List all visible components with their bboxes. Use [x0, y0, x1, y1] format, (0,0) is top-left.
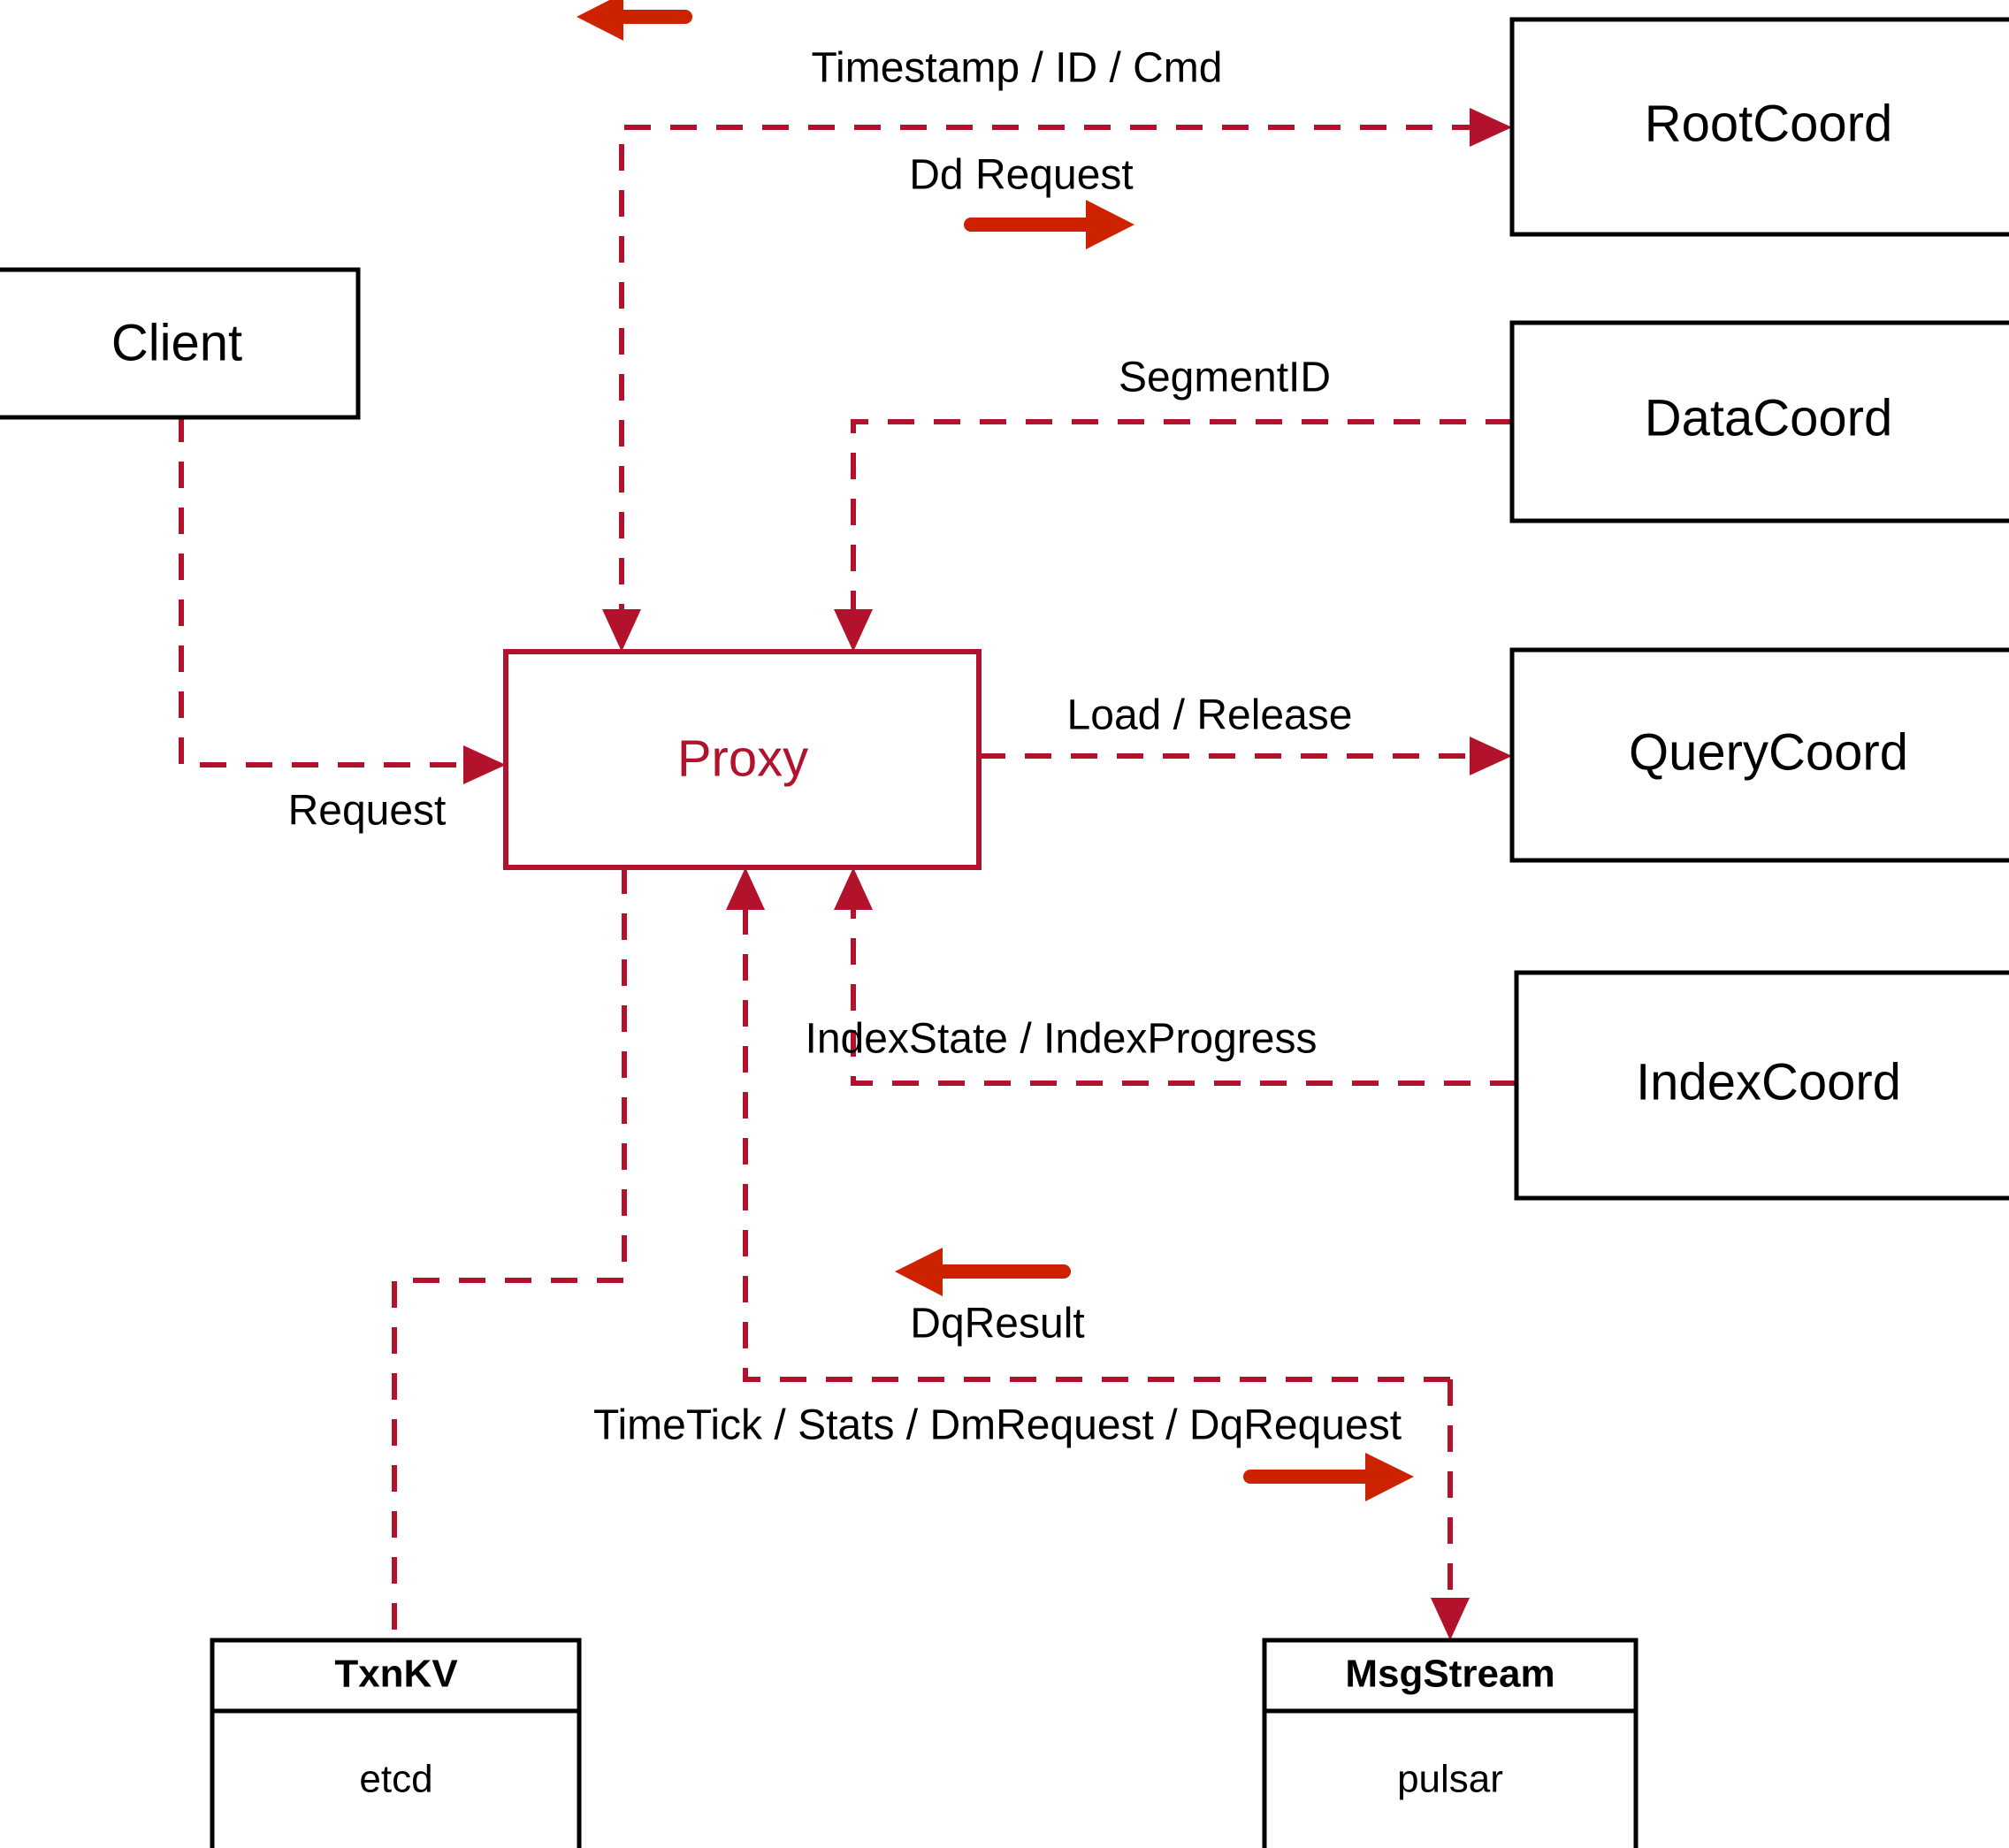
msgstream-title: MsgStream	[1345, 1653, 1554, 1696]
direction-arrow-timestamp	[577, 0, 692, 41]
node-txnkv[interactable]: TxnKV etcd	[210, 1638, 582, 1848]
txnkv-title: TxnKV	[334, 1653, 458, 1696]
segmentid-arrowhead	[834, 609, 873, 652]
direction-arrow-ddrequest	[964, 200, 1134, 249]
querycoord-box[interactable]	[1509, 647, 2009, 863]
edge-label-indexstate: IndexState / IndexProgress	[806, 1016, 1318, 1063]
dqresult-line	[743, 889, 1450, 1382]
edge-request	[179, 416, 506, 784]
client-box[interactable]	[0, 267, 361, 420]
node-datacoord[interactable]: DataCoord	[1509, 320, 2009, 523]
rootcoord-arrowhead	[1470, 108, 1512, 147]
datacoord-box[interactable]	[1509, 320, 2009, 523]
node-proxy[interactable]: Proxy	[503, 649, 982, 870]
edge-indexstate	[834, 867, 1516, 1086]
direction-arrow-timetick	[1243, 1453, 1414, 1501]
datacoord-label: DataCoord	[1645, 389, 1892, 447]
proxy-box[interactable]	[503, 649, 982, 870]
edge-label-segmentid: SegmentID	[1119, 355, 1331, 401]
rootcoord-label: RootCoord	[1645, 95, 1892, 152]
edge-timetick	[1431, 1379, 1470, 1640]
edge-loadrelease	[979, 737, 1512, 775]
timetick-arrowhead	[1431, 1598, 1470, 1640]
querycoord-label: QueryCoord	[1629, 723, 1908, 781]
indexcoord-box[interactable]	[1514, 970, 2009, 1201]
edge-rootcoord	[602, 108, 1512, 652]
proxy-label: Proxy	[677, 729, 808, 787]
request-arrowhead	[463, 745, 506, 784]
client-label: Client	[111, 314, 242, 371]
edge-label-ddrequest: Dd Request	[909, 152, 1133, 199]
node-querycoord[interactable]: QueryCoord	[1509, 647, 2009, 863]
direction-arrow-dqresult	[895, 1248, 1071, 1296]
rootcoord-return-arrowhead	[602, 609, 641, 652]
edge-dqresult	[726, 867, 1450, 1382]
dqresult-arrowhead	[726, 867, 765, 910]
rootcoord-box[interactable]	[1509, 17, 2009, 237]
loadrelease-arrowhead	[1470, 737, 1512, 775]
txnkv-line	[392, 867, 627, 1640]
node-rootcoord[interactable]: RootCoord	[1509, 17, 2009, 237]
txnkv-impl: etcd	[359, 1758, 432, 1801]
edge-txnkv	[392, 867, 627, 1640]
node-msgstream[interactable]: MsgStream pulsar	[1262, 1638, 1639, 1848]
edge-segmentid	[834, 419, 1512, 652]
edge-label-loadrelease: Load / Release	[1067, 692, 1353, 739]
request-line	[179, 416, 485, 767]
edge-label-timetick: TimeTick / Stats / DmRequest / DqRequest	[593, 1402, 1402, 1449]
rootcoord-line	[619, 125, 1491, 630]
edge-label-timestamp: Timestamp / ID / Cmd	[812, 45, 1223, 92]
msgstream-box[interactable]	[1262, 1638, 1639, 1848]
indexstate-arrowhead	[834, 867, 873, 910]
indexcoord-label: IndexCoord	[1636, 1053, 1901, 1111]
node-indexcoord[interactable]: IndexCoord	[1514, 970, 2009, 1201]
edge-label-request: Request	[288, 788, 447, 835]
indexstate-line	[851, 889, 1516, 1086]
node-client[interactable]: Client	[0, 267, 361, 420]
txnkv-box[interactable]	[210, 1638, 582, 1848]
edge-label-dqresult: DqResult	[910, 1301, 1084, 1348]
segmentid-line	[851, 419, 1512, 630]
msgstream-impl: pulsar	[1397, 1758, 1503, 1801]
